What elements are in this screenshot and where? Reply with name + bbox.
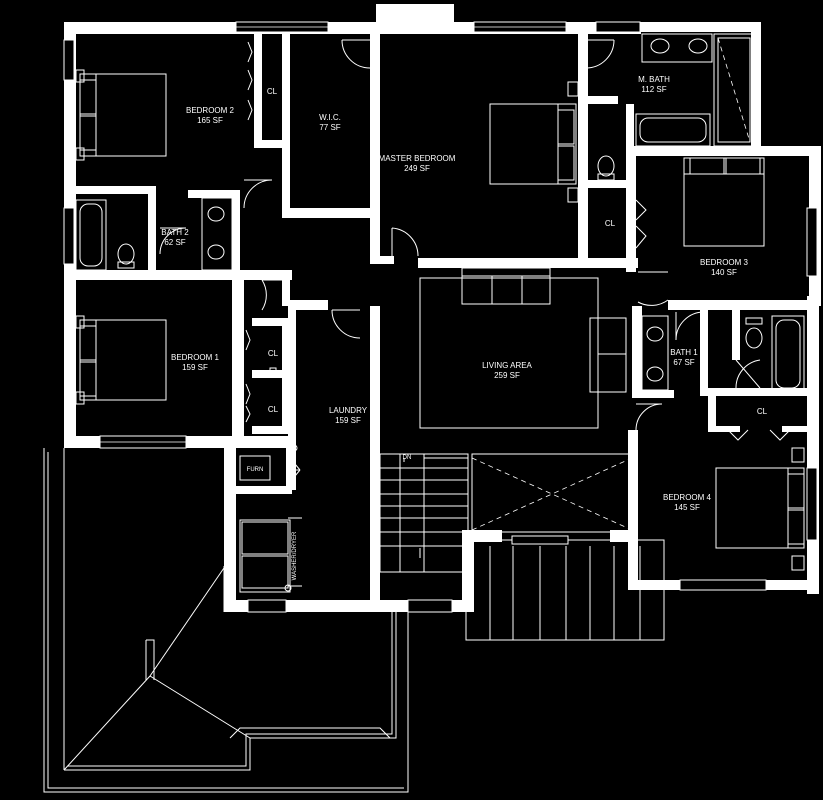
bath1-fixtures	[641, 315, 805, 393]
room-area-master-bedroom: 249 SF	[404, 164, 430, 173]
room-name-bedroom1: BEDROOM 1	[171, 353, 220, 362]
stairs	[379, 453, 469, 573]
room-area-bedroom3: 140 SF	[711, 268, 737, 277]
room-name-bedroom2: BEDROOM 2	[186, 106, 235, 115]
room-area-bath2: 62 SF	[164, 238, 185, 247]
bed-bedroom3	[683, 157, 765, 247]
room-name-living-area: LIVING AREA	[482, 361, 532, 370]
stair-direction-label: DN	[403, 455, 412, 461]
room-labels: BEDROOM 2 165 SF CL W.I.C. 77 SF MASTER …	[161, 75, 767, 580]
room-area-wic: 77 SF	[319, 123, 340, 132]
bed-master	[489, 81, 579, 203]
bed-bedroom2	[75, 69, 167, 161]
room-area-bedroom4: 145 SF	[674, 503, 700, 512]
room-name-master-bedroom: MASTER BEDROOM	[379, 154, 456, 163]
roof-outline	[43, 448, 409, 793]
room-name-laundry: LAUNDRY	[329, 406, 368, 415]
closet-label-bedroom2: CL	[267, 87, 278, 96]
room-area-bath1: 67 SF	[673, 358, 694, 367]
room-name-bedroom4: BEDROOM 4	[663, 493, 712, 502]
bath2-fixtures	[75, 197, 233, 271]
closet-label-bedroom3: CL	[605, 219, 616, 228]
windows	[63, 21, 818, 613]
room-area-laundry: 159 SF	[335, 416, 361, 425]
bed-bedroom4	[715, 447, 805, 571]
washer-dryer-label: WASHER/DRYER	[292, 531, 298, 580]
room-name-bedroom3: BEDROOM 3	[700, 258, 749, 267]
room-area-bedroom1: 159 SF	[182, 363, 208, 372]
bed-bedroom1	[75, 315, 167, 405]
master-bath-fixtures	[597, 33, 755, 181]
room-name-master-bath: M. BATH	[638, 75, 670, 84]
room-area-master-bath: 112 SF	[641, 85, 666, 94]
room-area-bedroom2: 165 SF	[197, 116, 223, 125]
closet-label-bedroom1-upper: CL	[268, 349, 279, 358]
room-area-living-area: 259 SF	[494, 371, 520, 380]
closet-doors	[245, 41, 791, 441]
room-name-bath1: BATH 1	[670, 348, 698, 357]
walls	[64, 4, 821, 612]
open-to-below	[471, 453, 633, 533]
closet-label-bedroom1-lower: CL	[268, 405, 279, 414]
furnace-label: FURN	[247, 467, 264, 473]
room-name-bath2: BATH 2	[161, 228, 189, 237]
laundry-fixtures	[239, 367, 302, 593]
closet-label-bedroom4: CL	[757, 407, 768, 416]
doors	[159, 39, 761, 483]
living-furniture	[419, 267, 627, 429]
room-name-wic: W.I.C.	[319, 113, 341, 122]
